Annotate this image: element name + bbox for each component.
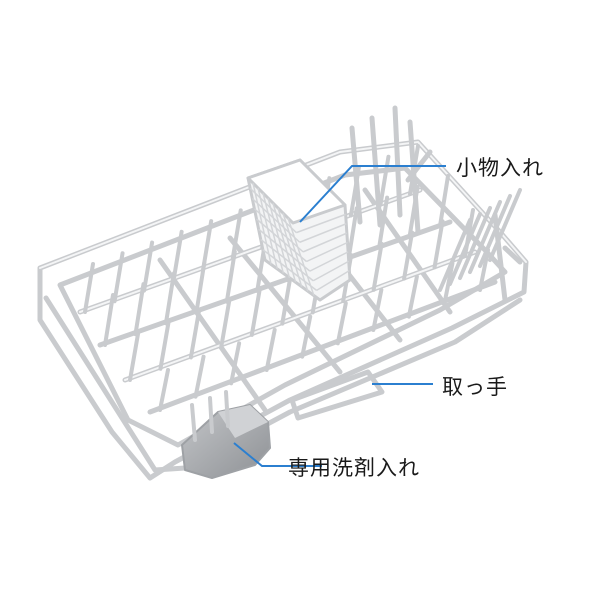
leader-small-items — [299, 165, 446, 223]
rack-tine — [188, 309, 201, 360]
rack-tine — [438, 174, 450, 228]
rack-tine — [300, 314, 313, 359]
basket-mesh-line — [302, 232, 348, 253]
rack-frame-highlight — [39, 140, 527, 381]
rack-tine — [163, 271, 176, 326]
leader-lines — [233, 165, 446, 467]
rack-tine — [448, 212, 482, 286]
rack-tine — [478, 248, 490, 292]
basket-mesh-line — [296, 213, 346, 234]
basket-mesh-line — [249, 187, 297, 234]
rack-tine — [229, 341, 242, 386]
basket-mesh-line — [312, 260, 350, 282]
detergent-dispenser — [181, 390, 271, 479]
label-handle: 取っ手 — [442, 375, 508, 399]
rack-tine — [458, 206, 492, 280]
rack-tine — [377, 195, 390, 250]
rack-tine — [264, 328, 277, 372]
rack-tine — [128, 332, 140, 382]
rack-tine — [219, 298, 232, 349]
rack-tine — [371, 241, 384, 292]
basket-mesh-line — [258, 228, 311, 272]
basket-mesh-line — [262, 249, 318, 291]
basket-mesh-line — [306, 241, 348, 263]
rack-tine — [346, 206, 359, 261]
basket-mesh-line — [256, 218, 307, 263]
label-detergent: 専用洗剤入れ — [288, 456, 420, 480]
rack-tine — [112, 251, 125, 304]
rack-tine — [193, 354, 206, 399]
basket-mesh-line — [309, 251, 349, 272]
rack-tine — [103, 293, 115, 347]
rack-tine — [280, 275, 293, 326]
basket-mesh-line — [316, 269, 350, 292]
basket-mesh-line — [260, 238, 314, 282]
handle-graphic — [289, 369, 385, 421]
rack-tine — [335, 301, 348, 346]
rack-tine — [249, 286, 262, 337]
rack-tine — [194, 260, 207, 315]
leader-detergent — [233, 442, 322, 467]
rack-tine — [438, 218, 472, 292]
rack-tine — [432, 219, 445, 270]
label-small-items: 小物入れ — [456, 156, 544, 180]
rack-tine — [83, 262, 95, 314]
rack-tine — [133, 282, 146, 337]
basket-mesh-line — [253, 208, 304, 253]
rack-tine — [158, 368, 170, 412]
rack-tine — [378, 154, 391, 207]
rack-tine — [158, 320, 171, 371]
rack-tine — [488, 188, 522, 262]
rack-tine — [142, 240, 155, 293]
rack-tine — [371, 288, 384, 332]
rack-tine — [402, 230, 415, 281]
rack-tine — [224, 249, 237, 304]
rack-back-posts — [349, 105, 523, 303]
basket-mesh-line — [251, 197, 301, 243]
rack-tine — [406, 274, 419, 319]
basket-mesh-line — [299, 223, 347, 243]
